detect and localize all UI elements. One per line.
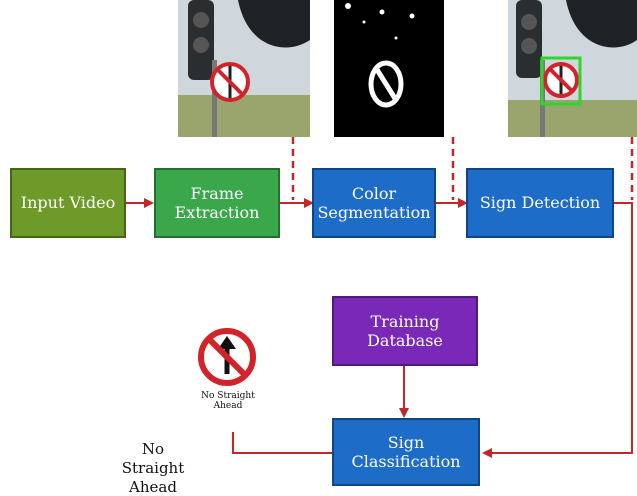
output-label: No Straight Ahead xyxy=(121,440,185,496)
connector-classification-to-output xyxy=(232,432,332,454)
detection-photo xyxy=(508,0,637,137)
training-database-box: Training Database xyxy=(332,296,478,366)
detection-photo-image xyxy=(508,0,637,137)
arrow-detection-to-classification xyxy=(482,202,633,458)
sign-detection-box: Sign Detection xyxy=(466,168,614,238)
sign-caption: No Straight Ahead xyxy=(201,391,255,411)
input-video-box: Input Video xyxy=(10,168,126,238)
frame-photo-image xyxy=(178,0,310,137)
connector-layer xyxy=(126,137,634,458)
sign-classification-box: Sign Classification xyxy=(332,418,480,486)
color-segmentation-box: Color Segmentation xyxy=(312,168,436,238)
no-straight-ahead-sign-icon xyxy=(196,326,258,388)
segmentation-photo xyxy=(334,0,444,137)
frame-extraction-box: Frame Extraction xyxy=(154,168,280,238)
segmentation-photo-image xyxy=(334,0,444,137)
frame-photo xyxy=(178,0,310,137)
